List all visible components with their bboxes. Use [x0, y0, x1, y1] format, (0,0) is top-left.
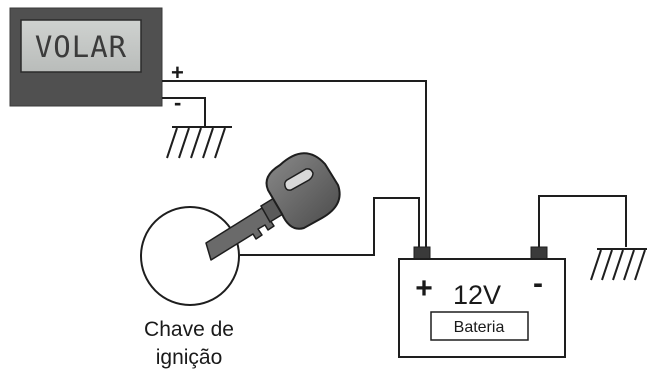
display-unit: VOLAR [9, 7, 163, 107]
battery-terminal-negative [530, 246, 548, 260]
ignition-label-line2: ignição [156, 346, 223, 369]
battery-voltage: 12V [453, 280, 501, 310]
wire-battery-negative [538, 195, 627, 247]
battery-label-box [430, 311, 529, 341]
battery-label: Bateria [454, 319, 505, 336]
display-positive-label: + [171, 60, 184, 85]
wire-ignition [240, 197, 420, 256]
key-icon [205, 152, 341, 261]
wires [162, 80, 627, 256]
battery-terminal-positive [413, 246, 431, 260]
display-negative-label: - [174, 90, 181, 115]
display-text: VOLAR [35, 30, 127, 64]
battery-negative-symbol: - [533, 267, 543, 300]
wire-display-positive [162, 80, 427, 247]
ignition-switch [140, 152, 341, 306]
ignition-cylinder [140, 206, 240, 306]
ground-icon [166, 126, 232, 159]
battery: + - 12V Bateria [398, 246, 566, 358]
display-screen [20, 19, 142, 73]
battery-positive-symbol: + [415, 272, 433, 305]
wire-display-negative [162, 97, 206, 127]
ground-icon [590, 248, 647, 281]
ignition-label-line1: Chave de [144, 318, 234, 341]
